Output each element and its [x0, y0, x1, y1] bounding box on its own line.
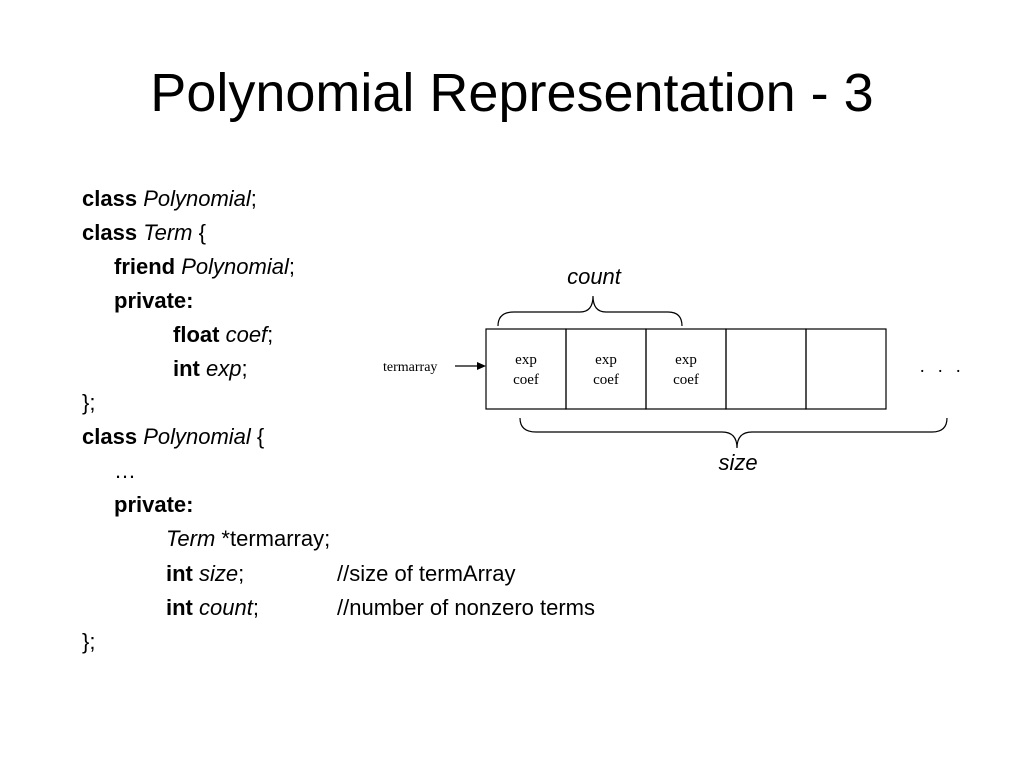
keyword: int [166, 561, 193, 586]
array-cell-1 [485, 328, 567, 410]
code-line-6: int exp; [173, 355, 248, 383]
identifier: Term [143, 220, 193, 245]
cell-coef: coef [673, 372, 699, 388]
code-line-11: Term *termarray; [166, 525, 330, 553]
code-line-10: private: [114, 491, 193, 519]
identifier: size [199, 561, 239, 586]
code-line-3: friend Polynomial; [114, 253, 295, 281]
code-line-14: }; [82, 629, 96, 654]
keyword: private: [114, 288, 194, 313]
cell-exp: exp [675, 352, 697, 368]
code-line-1: class Polynomial; [82, 185, 257, 213]
keyword: class [82, 220, 138, 245]
punct: ; [267, 322, 274, 347]
slide-title: Polynomial Representation - 3 [150, 63, 874, 123]
cell-exp: exp [515, 352, 537, 368]
count-brace [497, 295, 683, 327]
cell-coef: coef [513, 372, 539, 388]
identifier: Polynomial [181, 254, 289, 279]
punct: ; [250, 186, 257, 211]
punct: ; [241, 356, 248, 381]
size-brace [519, 417, 948, 449]
punct: ; [252, 595, 259, 620]
punct: ; [238, 561, 245, 586]
keyword: float [173, 322, 220, 347]
cell-coef: coef [593, 372, 619, 388]
punct: { [250, 424, 265, 449]
code-line-5: float coef; [173, 321, 273, 349]
count-label: count [567, 264, 622, 289]
keyword: int [173, 356, 200, 381]
declaration: *termarray; [215, 526, 331, 551]
keyword: int [166, 595, 193, 620]
code-comment-size: //size of termArray [337, 561, 516, 586]
pointer-label: termarray [383, 360, 437, 375]
identifier: Polynomial [143, 424, 251, 449]
keyword: private: [114, 492, 194, 517]
code-line-9: … [114, 458, 136, 483]
code-line-12: int size; [166, 560, 244, 588]
punct: ; [288, 254, 295, 279]
code-line-2: class Term { [82, 219, 206, 247]
size-label: size [718, 450, 757, 475]
cell-exp: exp [595, 352, 617, 368]
code-line-8: class Polynomial { [82, 423, 264, 451]
code-line-13: int count; [166, 594, 259, 622]
keyword: class [82, 186, 138, 211]
identifier: coef [225, 322, 268, 347]
array-cell-3 [645, 328, 727, 410]
keyword: friend [114, 254, 176, 279]
code-line-7: }; [82, 390, 96, 415]
array-cell-4 [725, 328, 807, 410]
array-ellipsis: . . . [920, 356, 961, 376]
arrow-head-icon [477, 362, 486, 370]
code-comment-count: //number of nonzero terms [337, 595, 596, 620]
identifier: Term [166, 526, 216, 551]
code-line-4: private: [114, 287, 193, 315]
array-cell-5 [805, 328, 887, 410]
identifier: count [199, 595, 253, 620]
array-cell-2 [565, 328, 647, 410]
identifier: Polynomial [143, 186, 251, 211]
keyword: class [82, 424, 138, 449]
punct: { [192, 220, 206, 245]
identifier: exp [206, 356, 242, 381]
